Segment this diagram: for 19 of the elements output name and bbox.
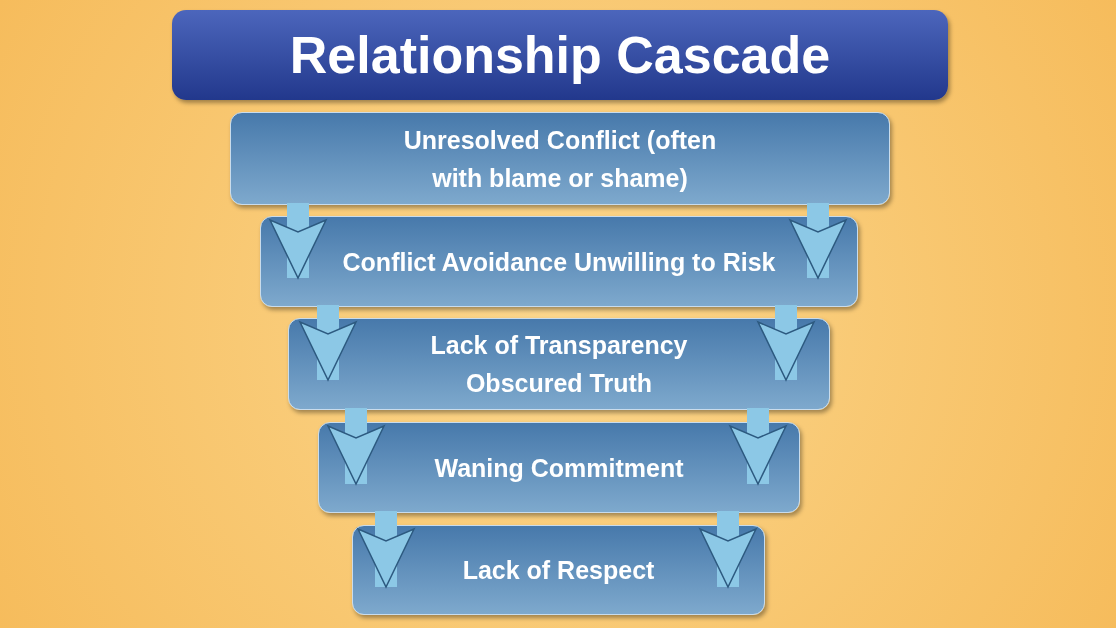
step-text: Lack of Respect (462, 555, 655, 586)
step-text: Unresolved Conflict (often with blame or shame) (402, 124, 718, 194)
cascade-arrow (357, 511, 415, 588)
cascade-arrow (299, 305, 357, 381)
step-text: Lack of Transparency Obscured Truth (429, 330, 689, 399)
step-text: Conflict Avoidance Unwilling to Risk (342, 246, 776, 278)
cascade-box (352, 525, 765, 615)
title-banner: Relationship Cascade (172, 10, 948, 100)
cascade-arrow (729, 408, 787, 485)
cascade-box (260, 216, 858, 307)
cascade-box (318, 422, 800, 513)
cascade-box (288, 318, 830, 410)
step-text: Waning Commitment (434, 452, 684, 484)
cascade-arrow (327, 408, 385, 485)
cascade-arrow (699, 511, 757, 588)
cascade-arrow (269, 203, 327, 279)
cascade-arrow (789, 203, 847, 279)
cascade-arrow (757, 305, 815, 381)
cascade-box (230, 112, 890, 205)
